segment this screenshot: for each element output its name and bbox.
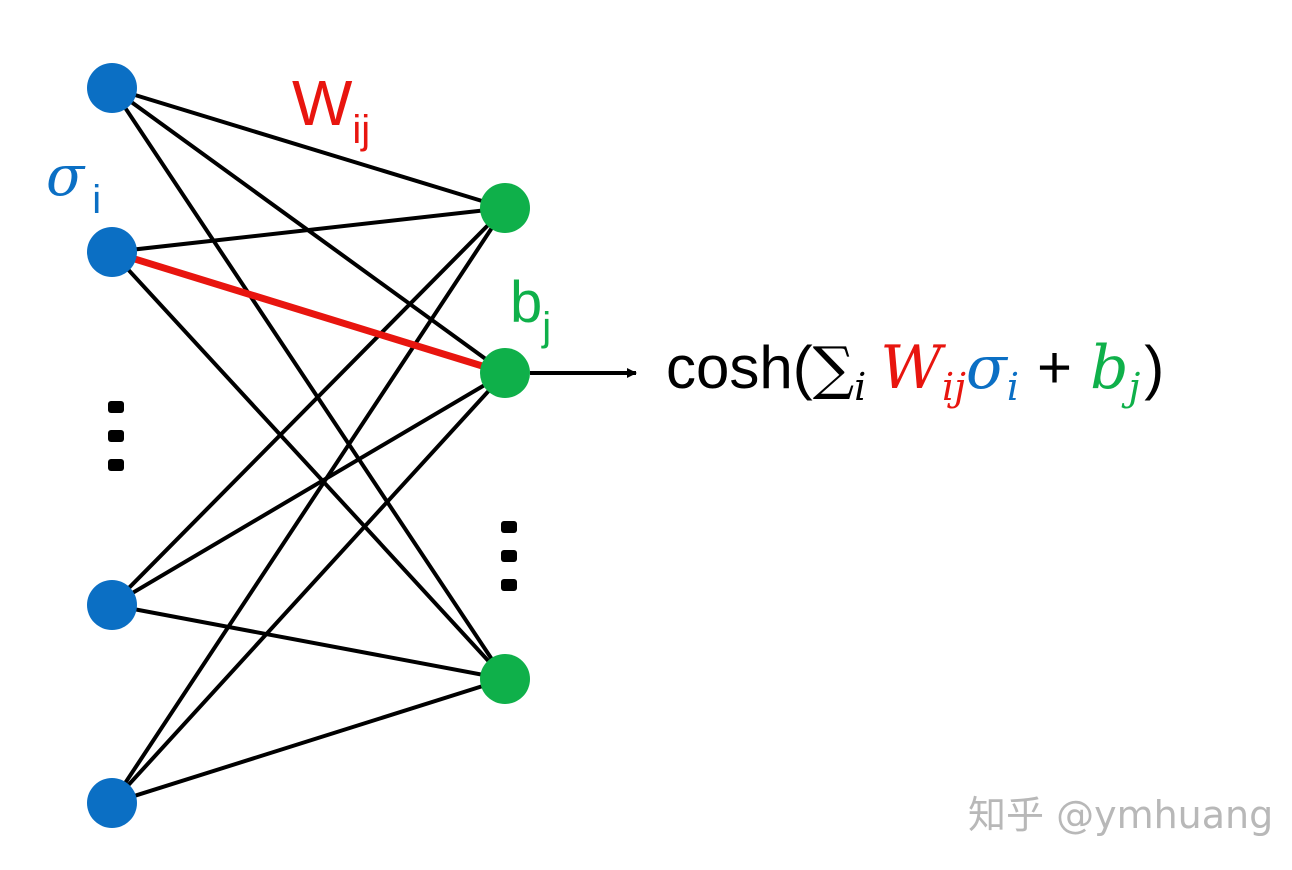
hidden-node-2 <box>480 348 530 398</box>
edge-v2-h3 <box>110 250 507 681</box>
hidden-ellipsis <box>501 521 517 591</box>
visible-node-1 <box>87 63 137 113</box>
visible-ellipsis <box>108 401 124 471</box>
hidden-node-3 <box>480 654 530 704</box>
visible-node-4 <box>87 778 137 828</box>
hidden-node-1 <box>480 183 530 233</box>
visible-nodes <box>87 63 137 828</box>
edge-v2-h2-highlighted <box>110 248 507 377</box>
edge-v1-h3 <box>110 86 507 681</box>
weight-label: Wij <box>292 67 370 152</box>
edge-v3-h3 <box>111 603 506 681</box>
edge-v4-h3 <box>111 677 506 805</box>
visible-node-3 <box>87 580 137 630</box>
edge-v2-h1 <box>111 206 506 254</box>
edge-v3-h1 <box>110 206 507 607</box>
edge-v3-h2 <box>110 371 507 607</box>
hidden-nodes <box>480 183 530 704</box>
visible-node-2 <box>87 227 137 277</box>
edge-v4-h1 <box>110 206 507 805</box>
edge-v4-h2 <box>110 371 507 805</box>
edge-v1-h1 <box>111 86 506 210</box>
edges <box>110 86 507 805</box>
watermark: 知乎 @ymhuang <box>968 793 1273 837</box>
bias-label: bj <box>510 270 551 349</box>
